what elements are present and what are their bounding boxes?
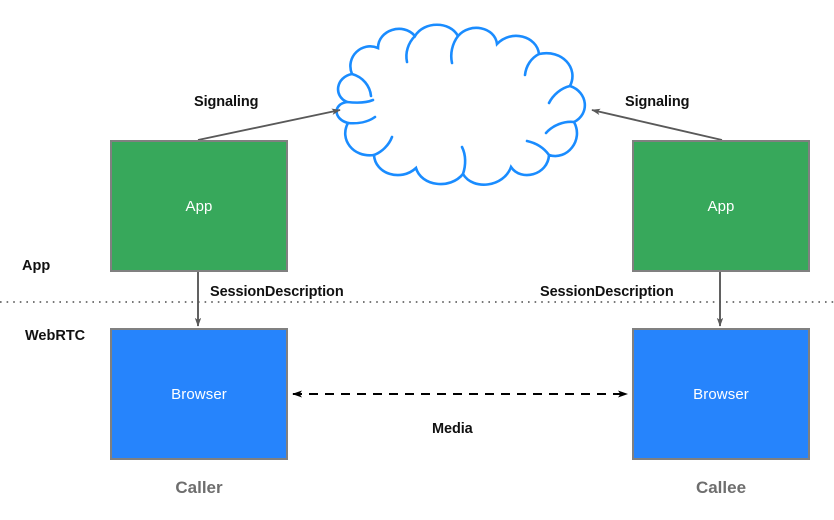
edge-label-caller-signaling: Signaling xyxy=(194,94,259,110)
node-callee-browser[interactable]: Browser xyxy=(632,328,810,460)
role-label-caller: Caller xyxy=(175,478,223,497)
node-callee-browser-label: Browser xyxy=(693,385,749,403)
role-label-callee: Callee xyxy=(695,478,747,497)
node-callee-app[interactable]: App xyxy=(632,140,810,272)
edge-label-caller-sdp: SessionDescription xyxy=(210,284,344,300)
layer-label-app: App xyxy=(22,258,51,274)
node-callee-app-label: App xyxy=(707,197,735,215)
cloud-icon xyxy=(335,23,587,186)
edge-label-media-stream: Media xyxy=(432,421,473,437)
edge-label-callee-sdp: SessionDescription xyxy=(540,284,674,300)
edge-caller-signaling xyxy=(197,108,341,141)
layer-label-webrtc: WebRTC xyxy=(25,328,86,344)
node-caller-browser[interactable]: Browser xyxy=(110,328,288,460)
node-caller-browser-label: Browser xyxy=(171,385,227,403)
edge-callee-signaling xyxy=(591,108,723,141)
node-caller-app-label: App xyxy=(185,197,213,215)
edge-label-callee-signaling: Signaling xyxy=(625,94,690,110)
node-caller-app[interactable]: App xyxy=(110,140,288,272)
